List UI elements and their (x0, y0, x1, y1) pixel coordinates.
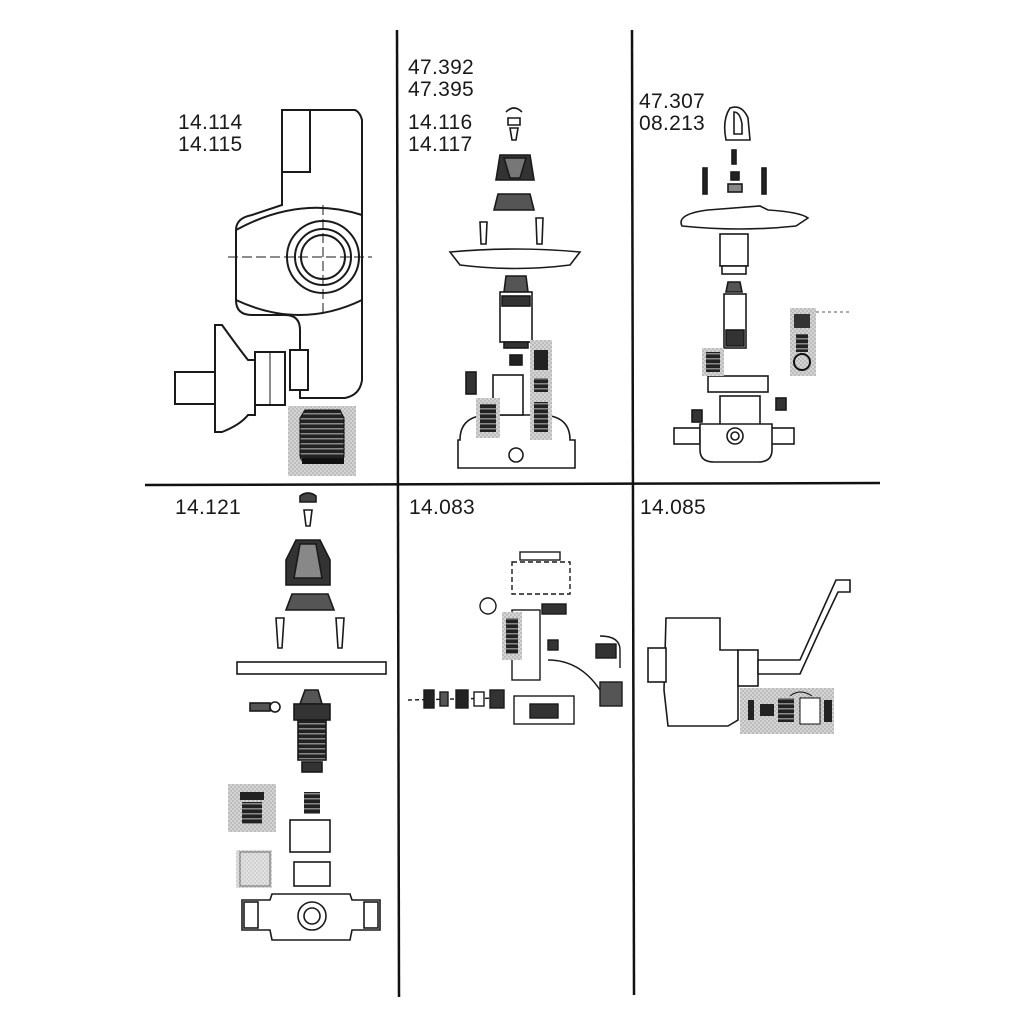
panel2-code-1: 47.392 (408, 56, 475, 79)
panel2-subcode-2: 14.117 (408, 133, 473, 156)
spout-assembly-drawing (647, 579, 851, 727)
horizontal-divider (144, 481, 881, 487)
panel2-subcode-1: 14.116 (408, 111, 473, 134)
spout-cartridge-shaded (740, 688, 834, 734)
mixer-inserts-shaded (502, 612, 522, 660)
panel1-code-2: 14.115 (178, 133, 243, 156)
grid-lines (144, 29, 881, 998)
valve-body-drawing (174, 109, 372, 433)
panel5-code-1: 14.083 (409, 496, 476, 519)
exploded-cartridge-drawing (448, 107, 582, 469)
panel3-code-2: 08.213 (639, 112, 706, 135)
panel4-code-1: 14.121 (175, 496, 242, 519)
panel1-code-1: 14.114 (178, 111, 243, 134)
panel2-code-2: 47.395 (408, 78, 475, 101)
strainer-cartridge-shaded (288, 406, 356, 476)
valve-inserts-shaded (228, 784, 320, 888)
thermostat-assembly-drawing (673, 106, 810, 463)
panel3-code-1: 47.307 (639, 90, 706, 113)
panel6-code-1: 14.085 (640, 496, 707, 519)
exploded-valve-drawing (236, 492, 387, 941)
vertical-divider-left (395, 29, 401, 998)
cartridge-inserts-shaded (476, 340, 552, 440)
vertical-divider-right (630, 29, 636, 996)
thermostat-inserts-shaded (702, 308, 850, 376)
